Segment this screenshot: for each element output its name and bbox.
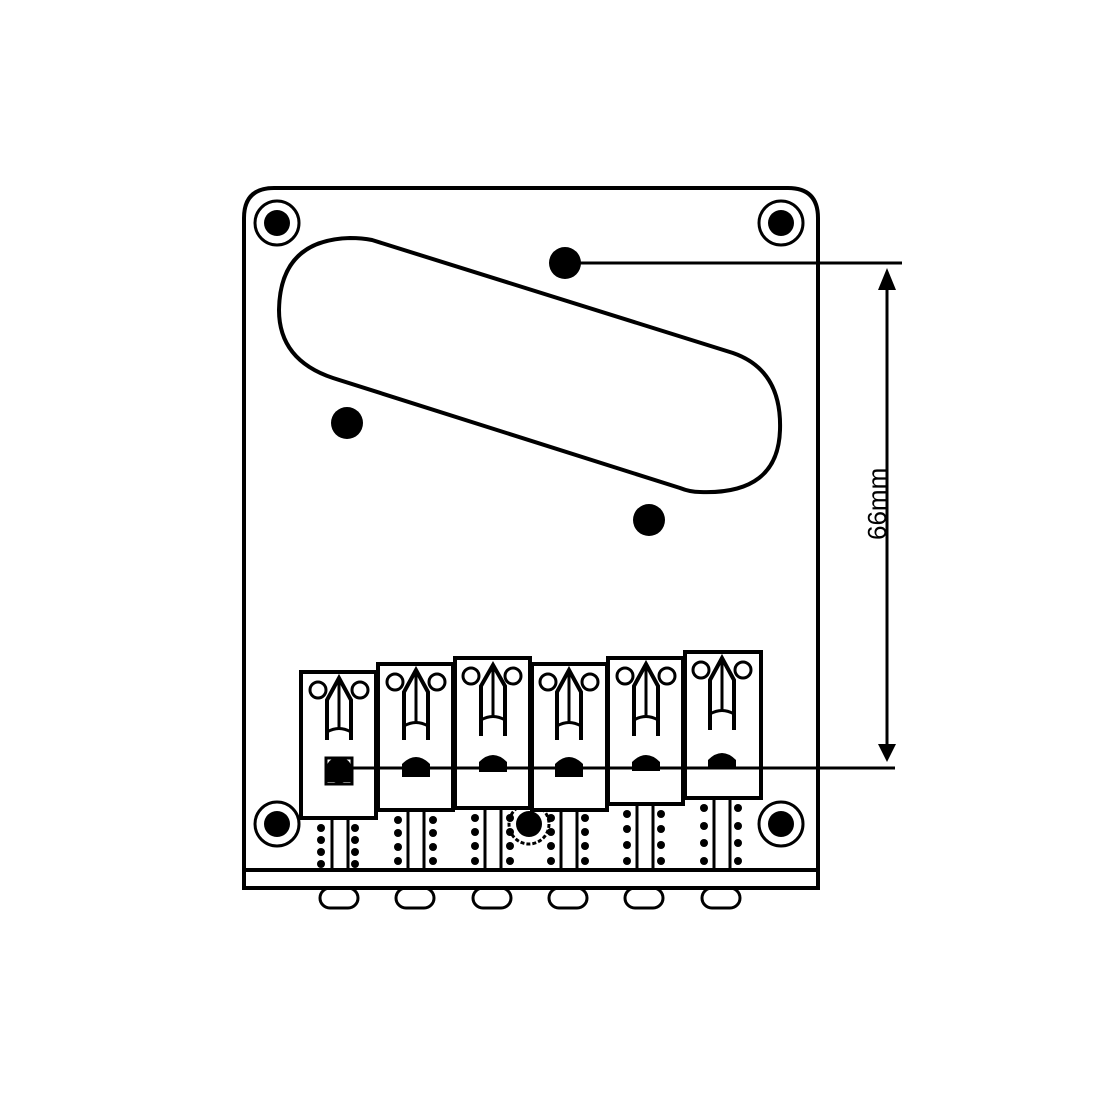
saddle-5 <box>606 656 685 806</box>
dimension-label: 66mm <box>862 467 892 540</box>
mounting-hole-top-right <box>757 199 805 247</box>
saddle-6 <box>683 650 763 800</box>
pickup-cutout <box>276 235 783 495</box>
dimension-arrow-up-icon <box>878 268 896 290</box>
adjustment-dots <box>317 804 742 868</box>
saddle-2 <box>376 662 455 812</box>
pickup-screw-hole-bottom <box>633 504 665 536</box>
mounting-hole-bottom-left <box>253 800 301 848</box>
saddle-4 <box>530 662 609 812</box>
intonation-reference-dot <box>326 757 352 783</box>
string-ferrule-slots <box>318 886 742 910</box>
mounting-hole-bottom-right <box>757 800 805 848</box>
dimension-arrow-down-icon <box>878 744 896 762</box>
saddle-rails <box>330 798 732 868</box>
mounting-hole-top-left <box>253 199 301 247</box>
saddle-3 <box>453 656 532 810</box>
bridge-plate-outline <box>242 186 820 890</box>
pickup-screw-hole-left <box>331 407 363 439</box>
saddle-1 <box>299 670 378 820</box>
